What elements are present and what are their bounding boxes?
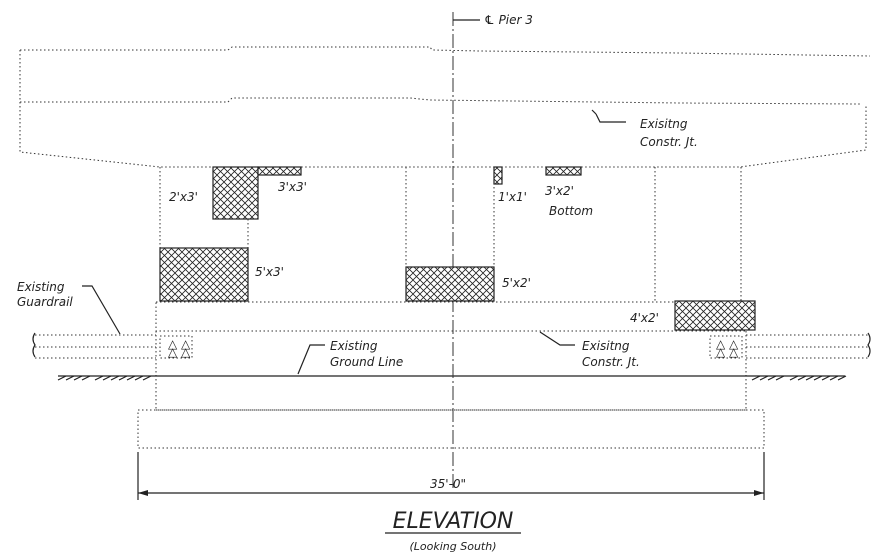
- dimension-line: 35'-0": [137, 452, 765, 500]
- repair-area: [159, 247, 249, 302]
- pier-label: ℄ Pier 3: [484, 13, 533, 27]
- constr-jt-bot-label-2: Constr. Jt.: [582, 355, 640, 369]
- constr-jt-top-label-2: Constr. Jt.: [640, 135, 698, 149]
- repair-labels: 2'x3' 3'x3' 1'x1' 3'x2' Bottom 5'x3' 5'x…: [169, 180, 659, 325]
- ground-line: [57, 375, 847, 381]
- title-label: ELEVATION: [393, 509, 514, 534]
- repair-size-label: 5'x2': [502, 276, 531, 290]
- repair-size-label: 3'x3': [278, 180, 307, 194]
- repair-area: [257, 166, 302, 176]
- repair-area: [405, 266, 495, 302]
- repair-size-label: 3'x2': [545, 184, 574, 198]
- callouts: Exisitng Constr. Jt. Existing Guardrail …: [17, 109, 698, 375]
- constr-jt-bot-label-1: Exisitng: [582, 339, 630, 353]
- ground-line-label-1: Existing: [330, 339, 378, 353]
- pier-centerline: ℄ Pier 3: [452, 12, 533, 490]
- dimension-label: 35'-0": [430, 477, 466, 491]
- repair-size-label: 5'x3': [255, 265, 284, 279]
- svg-text:△ △: △ △: [716, 337, 739, 351]
- repair-size-label: 1'x1': [498, 190, 527, 204]
- repair-areas: [159, 166, 756, 331]
- repair-size-label: 4'x2': [630, 311, 659, 325]
- subtitle-label: (Looking South): [409, 540, 496, 553]
- repair-area: [493, 166, 503, 185]
- pier-cap-outline: [19, 46, 871, 168]
- drawing-title: ELEVATION (Looking South): [385, 509, 521, 553]
- repair-size-label: 2'x3': [169, 190, 198, 204]
- guardrail-label-1: Existing: [17, 280, 65, 294]
- repair-note-label: Bottom: [549, 204, 593, 218]
- svg-text:△ △: △ △: [168, 337, 191, 351]
- ground-line-label-2: Ground Line: [330, 355, 403, 369]
- repair-area: [212, 166, 259, 220]
- svg-text:△ △: △ △: [716, 345, 739, 359]
- wall-and-footing: [137, 301, 765, 449]
- constr-jt-top-label-1: Exisitng: [640, 117, 688, 131]
- guardrail: △ △ △ △ △ △ △ △: [32, 332, 871, 359]
- repair-area: [674, 300, 756, 331]
- guardrail-label-2: Guardrail: [17, 295, 73, 309]
- svg-text:△ △: △ △: [168, 345, 191, 359]
- repair-area: [545, 166, 582, 176]
